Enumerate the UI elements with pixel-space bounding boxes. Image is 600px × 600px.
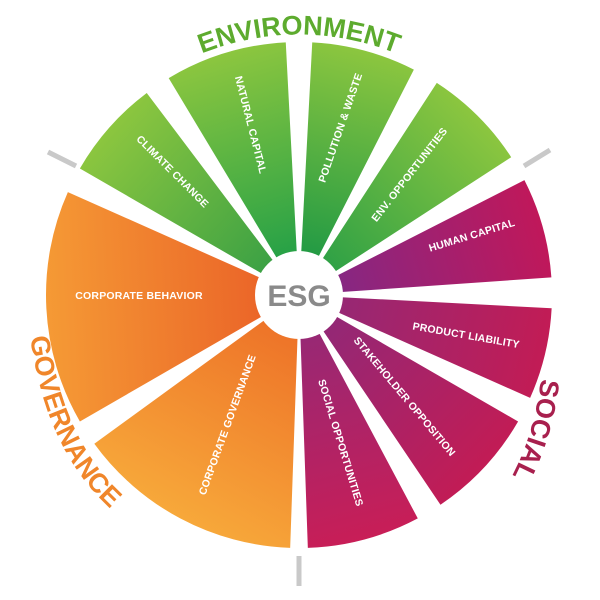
separator-tick-top-left	[46, 149, 78, 169]
segment-product-liability[interactable]	[324, 296, 552, 398]
segment-social-opportunities[interactable]	[299, 319, 418, 548]
segment-stakeholder-opposition[interactable]	[314, 309, 519, 505]
category-label-social: SOCIAL	[507, 378, 565, 487]
center-hub[interactable]	[255, 251, 343, 339]
segments	[46, 42, 552, 548]
segment-pollution-waste[interactable]	[300, 42, 414, 271]
segment-corporate-behavior[interactable]	[46, 192, 275, 422]
segment-natural-capital[interactable]	[168, 42, 298, 271]
separator-tick-top-right	[522, 147, 552, 169]
label-corporate-behavior: CORPORATE BEHAVIOR	[75, 290, 203, 302]
segment-corporate-governance[interactable]	[94, 311, 299, 548]
segment-env-opportunities[interactable]	[314, 82, 512, 280]
segment-climate-change[interactable]	[79, 92, 283, 281]
center-label: ESG	[267, 280, 330, 313]
segment-human-capital[interactable]	[323, 180, 552, 294]
category-label-environment: ENVIRONMENT	[194, 10, 405, 59]
